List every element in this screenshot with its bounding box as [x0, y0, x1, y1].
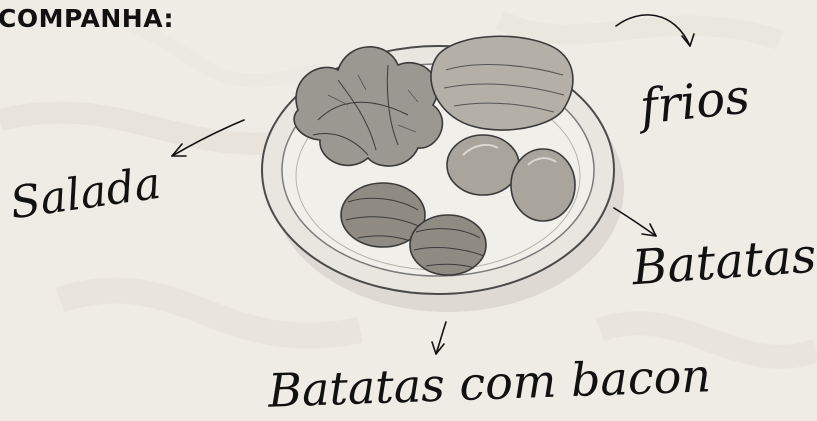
label-batatas: Batatas — [631, 232, 817, 293]
label-frios: frios — [638, 72, 752, 131]
label-batatas-com-bacon: Batatas com bacon — [267, 352, 711, 413]
section-heading: COMPANHA: — [0, 4, 174, 33]
plate-illustration — [258, 20, 626, 320]
cold-cuts-drawing — [431, 36, 573, 130]
